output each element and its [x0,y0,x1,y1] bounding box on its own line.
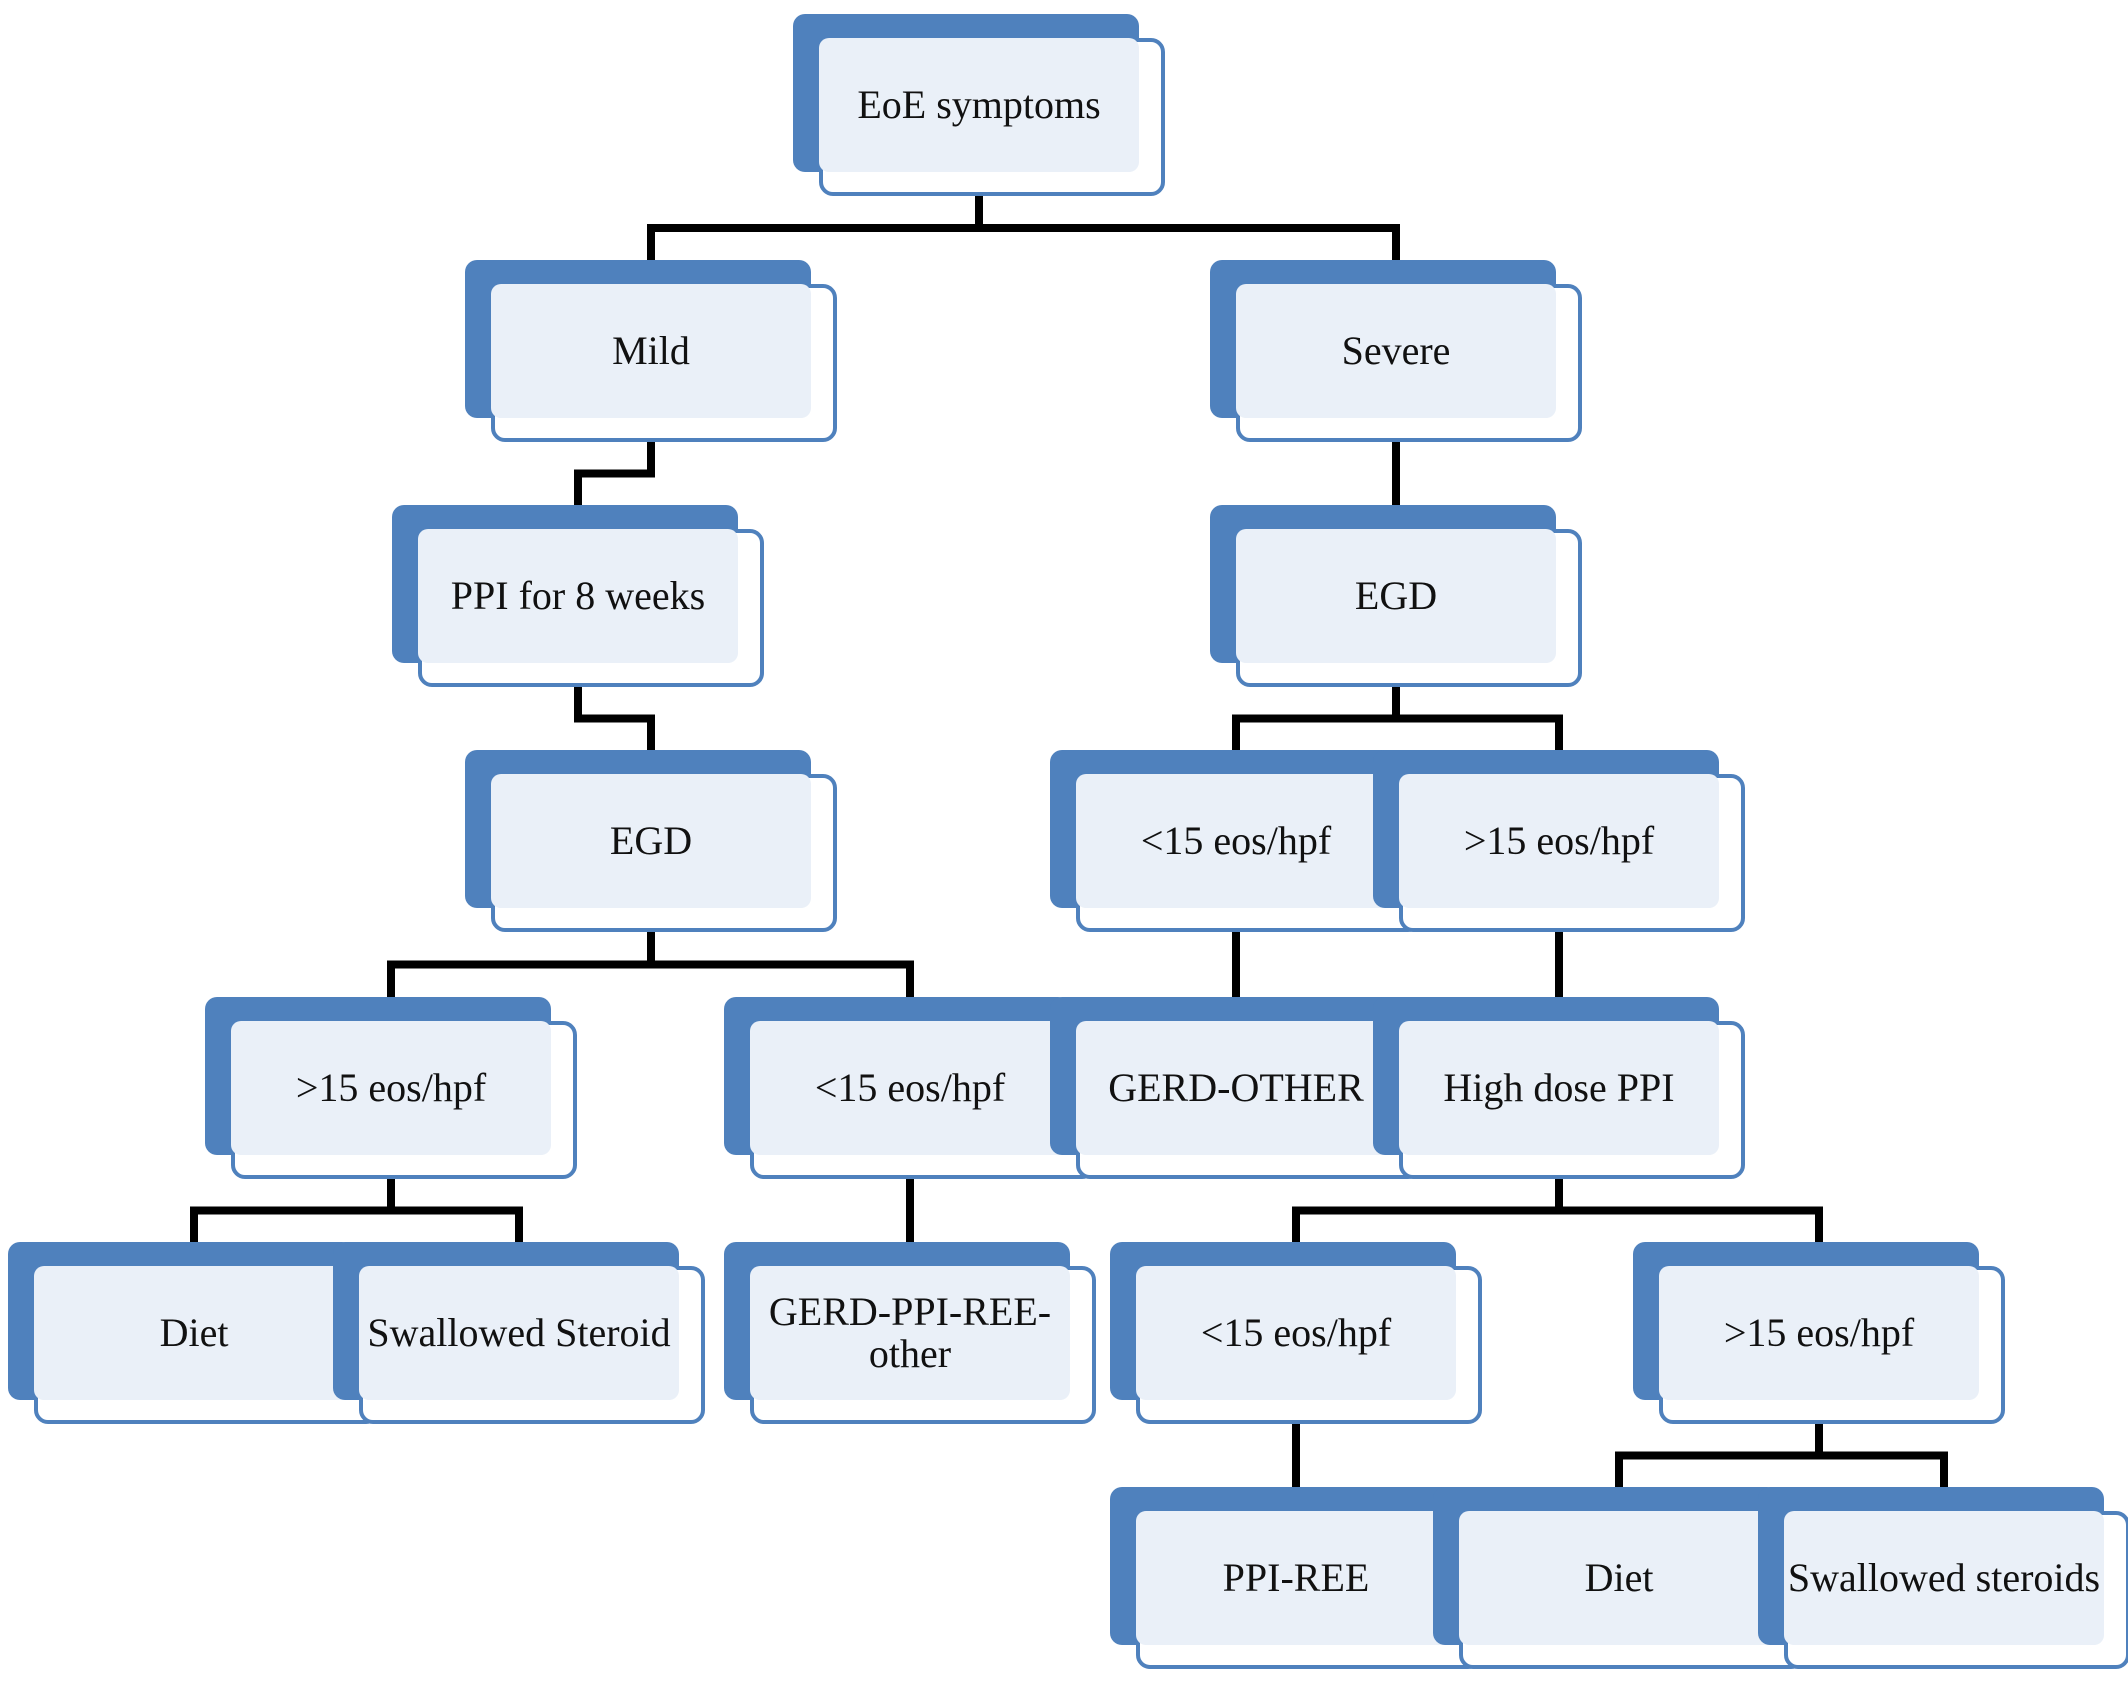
node-fill [418,529,738,663]
node-l-lt15: <15 eos/hpf [724,997,1096,1179]
node-fill [1076,774,1396,908]
node-steroid-left: Swallowed Steroid [333,1242,705,1424]
connector-trunk-r2_gt15 [1615,1420,1948,1460]
connector-trunk-l_gt15 [190,1175,523,1215]
node-r-lt15: <15 eos/hpf [1050,750,1422,932]
node-fill [1399,774,1719,908]
node-ppi8: PPI for 8 weeks [392,505,764,687]
node-label: Swallowed Steroid [367,1310,671,1355]
connector-trunk-root [647,192,1400,232]
node-fill [34,1266,354,1400]
node-severe: Severe [1210,260,1582,442]
node-gerd-other: GERD-OTHER [1050,997,1422,1179]
node-label: >15 eos/hpf [295,1065,487,1110]
node-label: >15 eos/hpf [1723,1310,1915,1355]
node-fill [1236,529,1556,663]
node-label: >15 eos/hpf [1463,818,1655,863]
node-fill [750,1021,1070,1155]
node-label: High dose PPI [1443,1065,1675,1110]
node-fill [1459,1511,1779,1645]
node-diet-left: Diet [8,1242,380,1424]
node-diet-right: Diet [1433,1487,1805,1669]
node-l-gt15: >15 eos/hpf [205,997,577,1179]
node-fill [1136,1266,1456,1400]
node-fill [1076,1021,1396,1155]
node-mild: Mild [465,260,837,442]
node-steroids-right: Swallowed steroids [1758,1487,2128,1669]
node-label: <15 eos/hpf [1200,1310,1392,1355]
node-label: Diet [1584,1555,1654,1600]
node-label: EGD [1354,573,1438,618]
node-fill [491,774,811,908]
node-fill [819,38,1139,172]
node-egd-left: EGD [465,750,837,932]
node-fill [1659,1266,1979,1400]
connector-trunk-egd_left [387,928,914,969]
node-fill [1236,284,1556,418]
node-root: EoE symptoms [793,14,1165,196]
connector-ppi8-egd_left [574,683,655,754]
node-label: Mild [612,328,690,373]
node-label: EoE symptoms [857,82,1101,127]
connector-trunk-egd_right [1232,683,1563,723]
node-label: <15 eos/hpf [1140,818,1332,863]
node-fill [231,1021,551,1155]
node-fill [359,1266,679,1400]
connector-mild-ppi8 [574,438,655,509]
node-gerd-ppi-ree: GERD-PPI-REE-other [724,1242,1096,1424]
node-label: Severe [1341,328,1451,373]
node-fill [1399,1021,1719,1155]
node-ppi-ree: PPI-REE [1110,1487,1482,1669]
node-fill [1784,1511,2104,1645]
node-label: EGD [609,818,693,863]
node-fill [750,1266,1070,1400]
node-egd-right: EGD [1210,505,1582,687]
node-label: GERD-OTHER [1108,1065,1364,1110]
connector-trunk-high_dose_ppi [1292,1175,1823,1215]
node-label: PPI for 8 weeks [450,573,706,618]
node-r2-gt15: >15 eos/hpf [1633,1242,2005,1424]
node-label: Swallowed steroids [1787,1555,2101,1600]
node-fill [1136,1511,1456,1645]
node-r2-lt15: <15 eos/hpf [1110,1242,1482,1424]
node-r-gt15: >15 eos/hpf [1373,750,1745,932]
node-label: Diet [159,1310,229,1355]
node-fill [491,284,811,418]
node-label: PPI-REE [1222,1555,1370,1600]
node-label: <15 eos/hpf [814,1065,1006,1110]
node-high-dose-ppi: High dose PPI [1373,997,1745,1179]
node-label: GERD-PPI-REE-other [768,1289,1052,1376]
